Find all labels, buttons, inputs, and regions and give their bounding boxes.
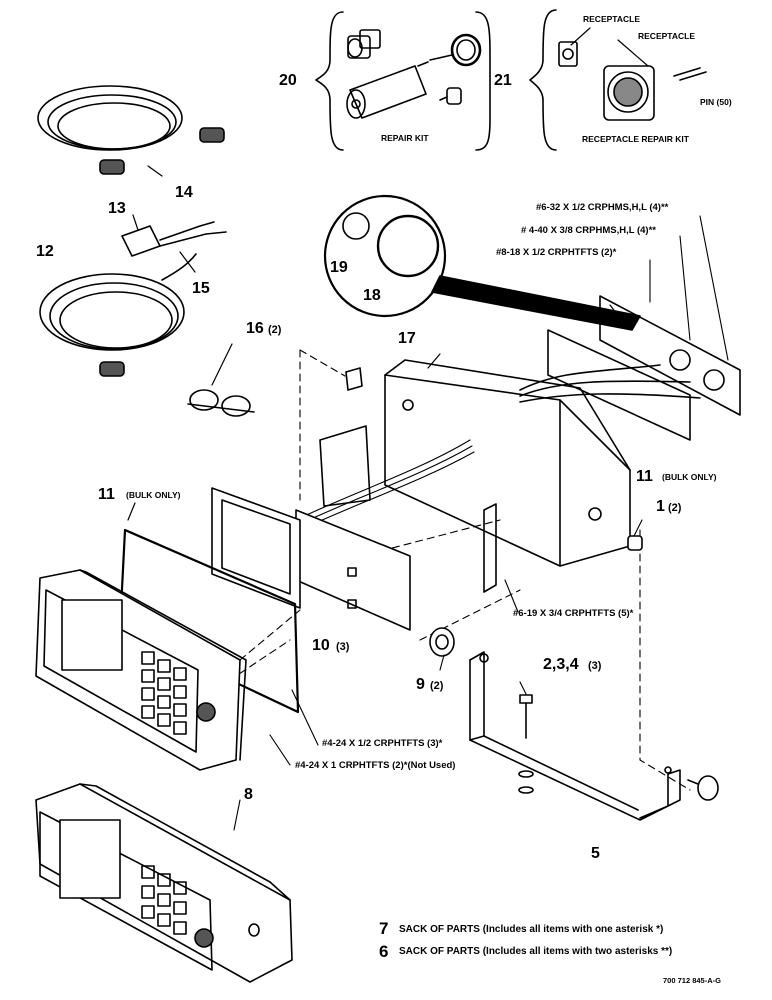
side-bracket-drawing [483, 503, 497, 593]
rear-housing-drawing [319, 353, 631, 567]
legend-6-number: 6 [379, 942, 389, 961]
tag-13-drawing [121, 214, 227, 273]
receptacle-kit-caption: RECEPTACLE REPAIR KIT [582, 134, 689, 144]
part-1-qty: (2) [668, 502, 682, 514]
part-12-label: 12 [36, 243, 54, 260]
front-indicator-drawing [35, 569, 247, 771]
part-1-label: 1 [656, 498, 665, 515]
part-9-label: 9 [416, 676, 425, 693]
part-19-label: 19 [330, 259, 348, 276]
part-11-right-note: (BULK ONLY) [662, 472, 717, 482]
complete-indicator-drawing [35, 783, 293, 983]
legend-6-text: SACK OF PARTS (Includes all items with t… [399, 946, 673, 957]
screw-4-24-one-label: #4-24 X 1 CRPHTFTS (2)*(Not Used) [295, 760, 456, 771]
part-9-qty: (2) [430, 680, 444, 692]
screw-4-24-half-label: #4-24 X 1/2 CRPHTFTS (3)* [322, 738, 443, 749]
drawing-number: 700 712 845-A-G [663, 976, 721, 985]
screw-8-18-label: #8-18 X 1/2 CRPHTFTS (2)* [496, 247, 617, 258]
cable-14-drawing [37, 85, 225, 177]
part-10-label: 10 [312, 637, 330, 654]
screw-4-40-label: # 4-40 X 3/8 CRPHMS,H,L (4)** [521, 225, 656, 236]
part-11-left-note: (BULK ONLY) [126, 490, 181, 500]
gasket-detail-drawing [323, 194, 641, 331]
part-15-label: 15 [192, 280, 210, 297]
part-20-label: 20 [279, 72, 297, 89]
repair-kit-drawing [315, 11, 491, 151]
knob-drawing [345, 367, 719, 801]
part-11-right-label: 11 [636, 468, 653, 485]
pin-label: PIN (50) [700, 97, 732, 107]
clip-16-drawing [187, 343, 255, 417]
part-21-label: 21 [494, 72, 512, 89]
part-2-3-4-qty: (3) [588, 660, 602, 672]
u-bracket-drawing [469, 651, 681, 821]
screw-6-32-label: #6-32 X 1/2 CRPHMS,H,L (4)** [536, 202, 669, 213]
part-18-label: 18 [363, 287, 381, 304]
part-16-qty: (2) [268, 324, 282, 336]
leader-lines [233, 519, 643, 831]
part-5-label: 5 [591, 845, 600, 862]
receptacle-b-label: RECEPTACLE [638, 31, 695, 41]
part-17-label: 17 [398, 330, 416, 347]
hardware-234-drawing [518, 694, 534, 794]
part-13-label: 13 [108, 200, 126, 217]
repair-kit-caption: REPAIR KIT [381, 133, 429, 143]
part-2-3-4-label: 2,3,4 [543, 656, 579, 673]
rear-plate-drawing [519, 215, 741, 441]
part-11-left-label: 11 [98, 486, 115, 503]
keypad-8 [141, 865, 187, 935]
part-14-label: 14 [175, 184, 193, 201]
circuit-board-drawing [211, 487, 411, 631]
keypad [141, 651, 187, 735]
part-16-label: 16 [246, 320, 264, 337]
screw-6-19-label: #6-19 X 3/4 CRPHTFTS (5)* [513, 608, 634, 619]
part-8-label: 8 [244, 786, 253, 803]
cable-12-drawing [39, 253, 197, 377]
legend-7-number: 7 [379, 919, 389, 938]
legend-7-text: SACK OF PARTS (Includes all items with o… [399, 924, 664, 935]
receptacle-a-label: RECEPTACLE [583, 14, 640, 24]
receptacle-kit-drawing [529, 9, 707, 151]
part-10-qty: (3) [336, 641, 350, 653]
